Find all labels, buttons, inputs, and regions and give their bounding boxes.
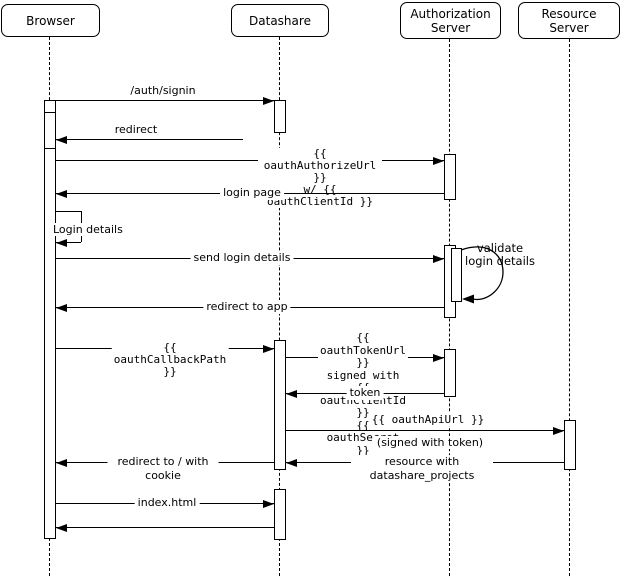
activation-auth-1 bbox=[444, 154, 456, 200]
arrowhead-left-icon bbox=[56, 238, 67, 247]
message-resource-projects-label: resource with datashare_projects bbox=[351, 455, 493, 483]
self-message-login-details-label: Login details bbox=[53, 223, 123, 236]
arrowhead-right-icon bbox=[553, 426, 564, 435]
message-login-page-label: login page bbox=[220, 186, 284, 200]
arrowhead-left-icon bbox=[462, 294, 474, 304]
arrowhead-right-icon bbox=[263, 344, 274, 353]
actor-datashare: Datashare bbox=[231, 4, 329, 37]
message-line bbox=[56, 100, 274, 102]
arrowhead-right-icon bbox=[263, 96, 274, 105]
actor-resource-server: Resource Server bbox=[518, 2, 620, 39]
arrowhead-left-icon bbox=[56, 523, 67, 532]
activation-browser bbox=[44, 100, 56, 539]
arrowhead-left-icon bbox=[56, 189, 67, 198]
arrowhead-left-icon bbox=[56, 135, 67, 144]
activation-divider bbox=[44, 112, 56, 114]
message-signed-with-token-label: (signed with token) bbox=[373, 436, 487, 449]
actor-authorization-server: Authorization Server bbox=[400, 2, 501, 39]
arrowhead-left-icon bbox=[56, 303, 67, 312]
message-line bbox=[56, 160, 444, 162]
self-message-line bbox=[56, 242, 81, 244]
arrowhead-right-icon bbox=[433, 254, 444, 263]
actor-resource-server-label: Resource Server bbox=[541, 6, 597, 35]
activation-datashare-1 bbox=[274, 100, 286, 133]
message-index-html-label: index.html bbox=[134, 496, 200, 510]
arrowhead-right-icon bbox=[433, 353, 444, 362]
activation-auth-2-nested bbox=[451, 248, 462, 302]
message-auth-signin-label: /auth/signin bbox=[130, 84, 196, 97]
self-message-login-details: Login details bbox=[53, 211, 123, 251]
self-message-line bbox=[56, 211, 81, 213]
arrowhead-right-icon bbox=[433, 156, 444, 165]
self-message-validate-label: validate login details bbox=[465, 241, 535, 268]
message-redirect-to-app-label: redirect to app bbox=[203, 300, 291, 314]
lifeline-resource-server bbox=[569, 39, 571, 576]
activation-divider bbox=[44, 148, 56, 150]
message-redirect-cookie-label: redirect to / with cookie bbox=[107, 455, 219, 483]
actor-browser: Browser bbox=[1, 4, 100, 37]
message-redirect-label: redirect bbox=[114, 123, 158, 136]
arrowhead-left-icon bbox=[286, 458, 297, 467]
activation-datashare-3 bbox=[274, 489, 286, 540]
message-send-login-details-label: send login details bbox=[190, 251, 294, 265]
message-line bbox=[286, 430, 564, 432]
message-line bbox=[56, 139, 243, 141]
message-api-url-label: {{ oauthApiUrl }} bbox=[369, 413, 487, 426]
activation-auth-3 bbox=[444, 349, 456, 397]
actor-authorization-server-label: Authorization Server bbox=[410, 6, 491, 35]
message-line bbox=[56, 527, 274, 529]
arrowhead-left-icon bbox=[286, 389, 297, 398]
activation-resource bbox=[564, 420, 576, 470]
activation-datashare-2 bbox=[274, 340, 286, 470]
message-token-label: token bbox=[346, 386, 384, 400]
arrowhead-left-icon bbox=[56, 458, 67, 467]
self-message-validate-arc bbox=[460, 246, 504, 304]
actor-datashare-label: Datashare bbox=[249, 13, 311, 28]
arrowhead-right-icon bbox=[263, 499, 274, 508]
actor-browser-label: Browser bbox=[26, 13, 75, 28]
message-callback-path-label: {{ oauthCallbackPath }} bbox=[111, 341, 229, 378]
